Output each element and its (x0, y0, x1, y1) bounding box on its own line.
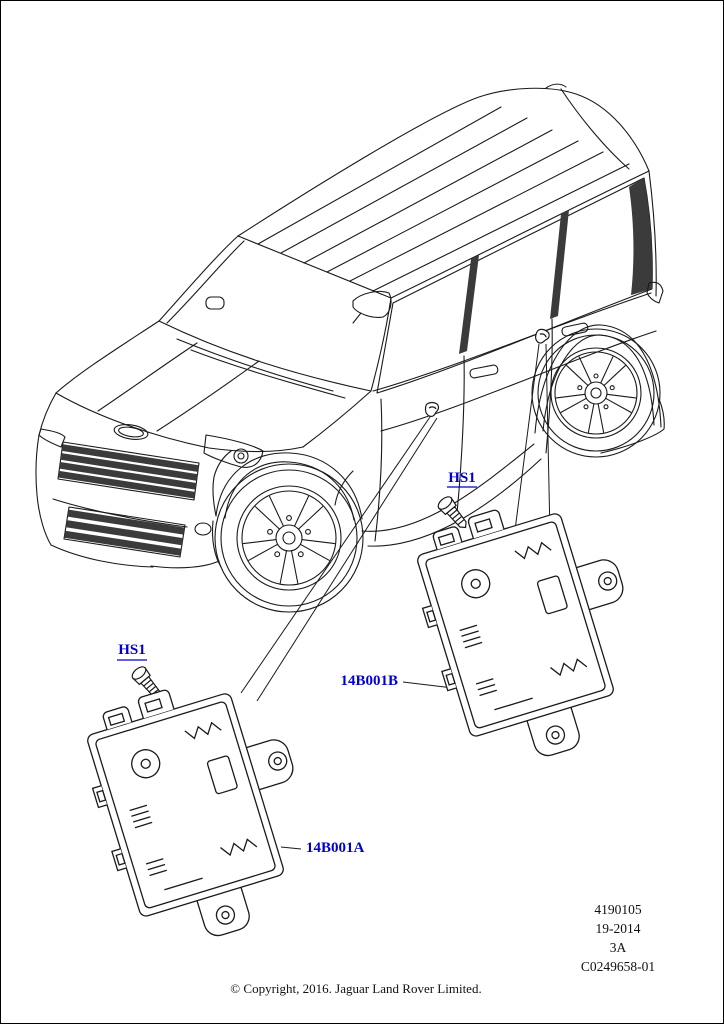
far-mirror (205, 296, 225, 310)
lower-intake (63, 506, 186, 558)
label-part-14b001a[interactable]: 14B001A (306, 840, 365, 856)
plate-line-3: 3A (610, 940, 627, 955)
module-14b001b (400, 480, 665, 780)
leader-line-part-a (280, 846, 302, 850)
vehicle-illustration (35, 83, 665, 613)
label-part-14b001b[interactable]: 14B001B (340, 673, 398, 689)
label-hs1-upper[interactable]: HS1 (448, 470, 476, 486)
module-14b001a (70, 660, 335, 960)
headlight-right (203, 434, 264, 468)
brand-badge (113, 424, 149, 440)
label-hs1-lower[interactable]: HS1 (118, 642, 146, 658)
rear-wheel (531, 328, 661, 458)
headlight-left (38, 428, 66, 448)
plate-line-2: 19-2014 (596, 921, 641, 936)
plate-line-1: 4190105 (594, 902, 642, 917)
leader-line-part-b (402, 681, 454, 689)
front-grille (57, 441, 200, 501)
front-wheel (214, 463, 364, 613)
side-mirror (352, 290, 392, 324)
door-handle-rear (561, 322, 589, 337)
leader-line-rear-clip-to-module-b (513, 343, 551, 539)
plate-line-4: C0249658-01 (581, 959, 655, 974)
fastener-clip-front-icon (424, 401, 440, 417)
fog-lamp (194, 522, 212, 536)
taillight (646, 281, 664, 304)
part-code-block: 4190105 19-2014 3A C0249658-01 (581, 902, 655, 974)
copyright-text: © Copyright, 2016. Jaguar Land Rover Lim… (230, 981, 481, 996)
leader-line-front-clip-to-module-a (240, 416, 438, 702)
leader-lines (240, 343, 551, 850)
door-handle-front (469, 364, 499, 379)
